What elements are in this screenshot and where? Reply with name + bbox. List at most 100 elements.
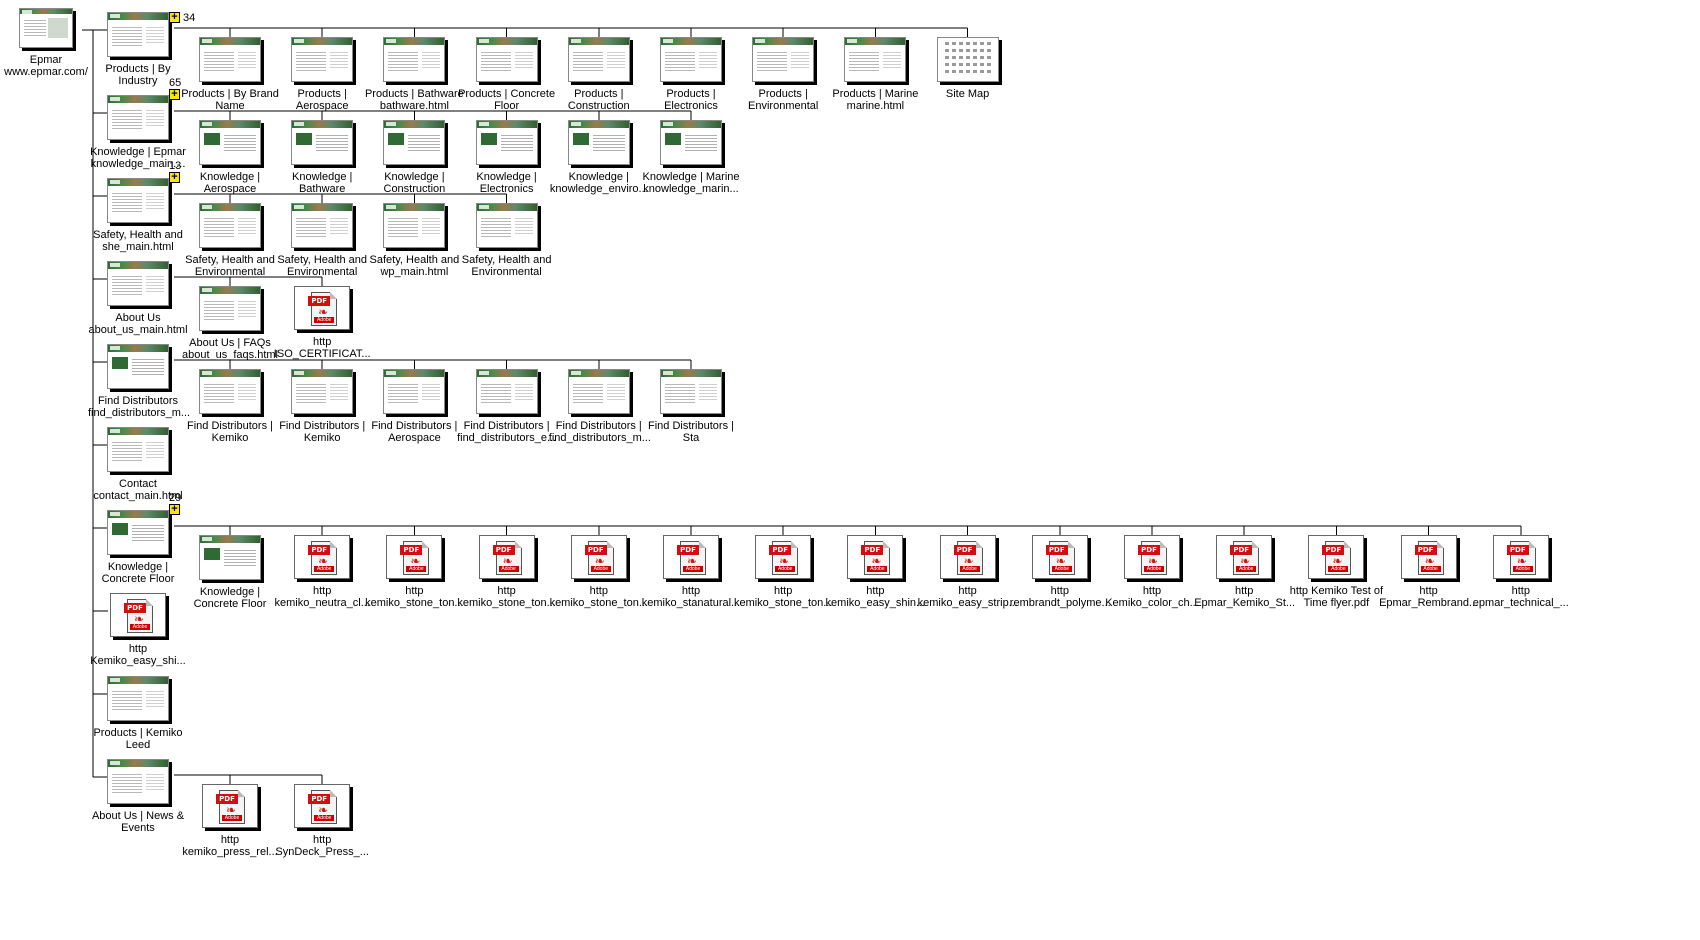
page-node-find-distributors-find-distributors-m[interactable]: Find Distributors |find_distributors_m..… bbox=[549, 369, 651, 444]
pdf-icon: PDF❧Adobe bbox=[294, 286, 351, 330]
parent-node-knowledge[interactable]: Knowledge |Concrete Floor bbox=[88, 510, 188, 585]
node-label: Find Distributors |find_distributors_e..… bbox=[457, 420, 557, 444]
page-node-knowledge-construction[interactable]: Knowledge |Construction bbox=[364, 120, 464, 195]
page-node-knowledge-concrete-floor[interactable]: Knowledge |Concrete Floor bbox=[180, 535, 280, 610]
node-label: Knowledge |knowledge_enviro... bbox=[549, 171, 649, 195]
page-thumbnail bbox=[107, 95, 169, 140]
page-node-find-distributors-kemiko[interactable]: Find Distributors |Kemiko bbox=[180, 369, 280, 444]
page-node-knowledge-electronics[interactable]: Knowledge |Electronics bbox=[457, 120, 557, 195]
page-thumbnail bbox=[107, 510, 169, 555]
node-label-line: http bbox=[313, 834, 332, 846]
page-node-products-environmental[interactable]: Products |Environmental bbox=[733, 37, 833, 112]
page-node-find-distributors-kemiko[interactable]: Find Distributors |Kemiko bbox=[272, 369, 372, 444]
page-node-find-distributors-find-distributors-e[interactable]: Find Distributors |find_distributors_e..… bbox=[457, 369, 557, 444]
node-label-line: http bbox=[774, 585, 793, 597]
node-label-line: Concrete Floor bbox=[193, 598, 267, 610]
page-node-find-distributors-sta[interactable]: Find Distributors |Sta bbox=[641, 369, 741, 444]
expand-plus-icon[interactable]: + bbox=[169, 12, 180, 23]
node-label-line: contact_main.html bbox=[93, 490, 183, 502]
node-label-line: Environmental bbox=[471, 266, 542, 278]
node-label-line: http bbox=[1419, 585, 1438, 597]
node-label-line: find_distributors_m... bbox=[88, 407, 191, 419]
page-node-knowledge-bathware[interactable]: Knowledge |Bathware bbox=[272, 120, 372, 195]
expand-plus-icon[interactable]: + bbox=[169, 172, 180, 183]
node-label-line: Knowledge | Epmar bbox=[90, 146, 186, 158]
page-node-products-construction[interactable]: Products |Construction bbox=[549, 37, 649, 112]
page-node-knowledge-aerospace[interactable]: Knowledge |Aerospace bbox=[180, 120, 280, 195]
node-label-line: http bbox=[405, 585, 424, 597]
node-label-line: Sta bbox=[682, 432, 700, 444]
node-label-line: http bbox=[1511, 585, 1530, 597]
parent-node-about-us-news[interactable]: About Us | News &Events bbox=[88, 759, 188, 834]
node-label-line: Epmar bbox=[29, 54, 63, 66]
node-label-line: Epmar_Rembrand... bbox=[1379, 597, 1479, 609]
node-label-line: Products | By Brand bbox=[181, 88, 279, 100]
page-thumbnail bbox=[752, 37, 815, 82]
node-label-line: Environmental bbox=[748, 100, 819, 112]
page-node-find-distributors-aerospace[interactable]: Find Distributors |Aerospace bbox=[364, 369, 464, 444]
node-label-line: Environmental bbox=[194, 266, 266, 278]
page-node-products-aerospace[interactable]: Products |Aerospace bbox=[272, 37, 372, 112]
page-thumbnail bbox=[567, 369, 630, 414]
node-label-line: Leed bbox=[125, 739, 151, 751]
expand-plus-icon[interactable]: + bbox=[169, 89, 180, 100]
page-node-site-map[interactable]: Site Map bbox=[918, 37, 1018, 100]
node-label-line: kemiko_stone_ton... bbox=[365, 597, 464, 609]
pdf-icon: PDF❧Adobe bbox=[1216, 535, 1273, 579]
node-label-line: Floor bbox=[494, 100, 520, 112]
page-thumbnail bbox=[844, 37, 907, 82]
node-label: Site Map bbox=[918, 88, 1018, 100]
node-label-line: Find Distributors | bbox=[648, 420, 734, 432]
node-label-line: bathware.html bbox=[379, 100, 449, 112]
node-label-line: About Us | FAQs bbox=[189, 337, 271, 349]
page-thumbnail bbox=[19, 8, 73, 48]
node-label-line: Knowledge | bbox=[292, 171, 353, 183]
node-label-line: Electronics bbox=[664, 100, 718, 112]
expand-plus-icon[interactable]: + bbox=[169, 504, 180, 515]
page-node-knowledge-knowledge-enviro[interactable]: Knowledge |knowledge_enviro... bbox=[549, 120, 649, 195]
page-thumbnail bbox=[291, 120, 354, 165]
node-label: Knowledge |Bathware bbox=[272, 171, 372, 195]
page-node-products-electronics[interactable]: Products |Electronics bbox=[641, 37, 741, 112]
